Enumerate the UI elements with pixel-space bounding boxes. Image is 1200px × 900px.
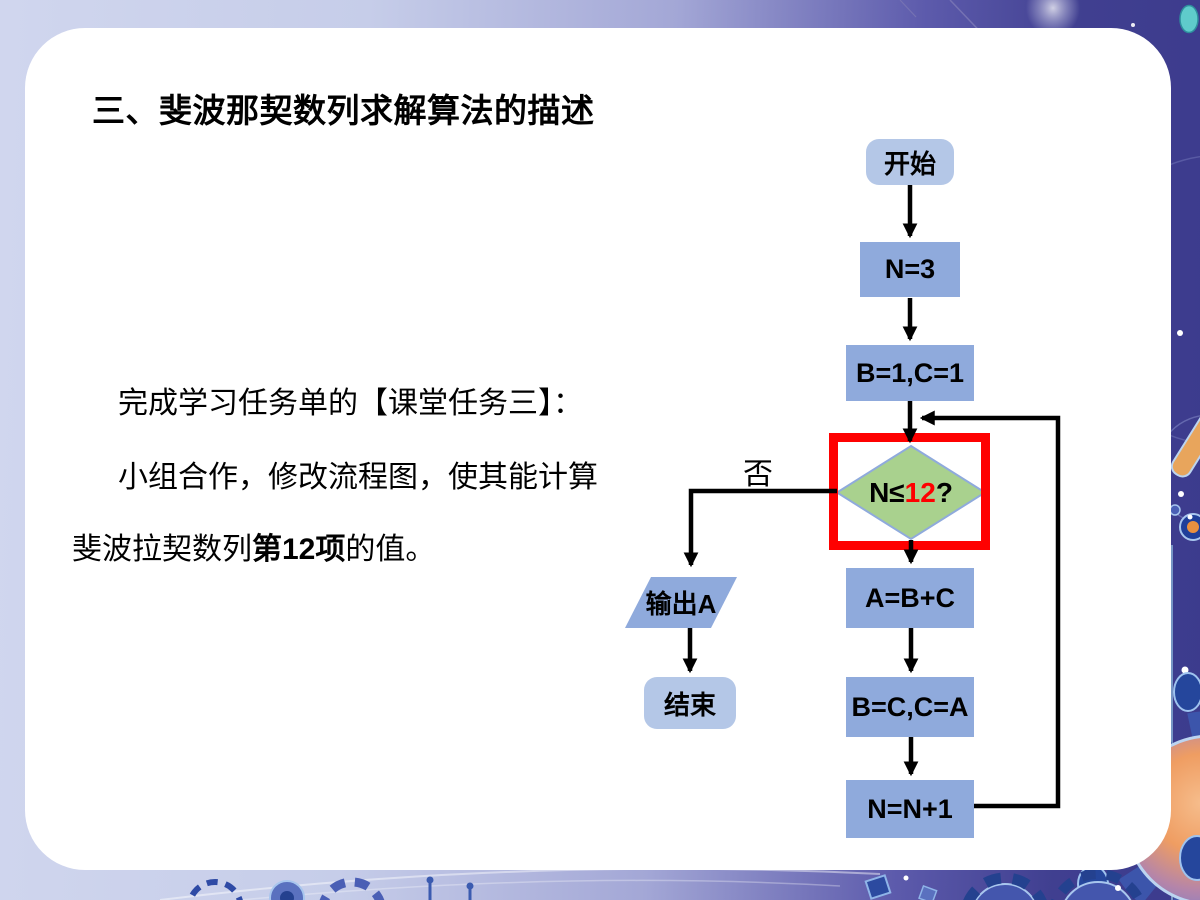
body-text-line-3: 斐波拉契数列第12项的值。 xyxy=(72,524,435,568)
gear-icon xyxy=(974,883,1036,900)
cube-icon xyxy=(864,874,892,900)
branch-no-label: 否 xyxy=(733,452,783,491)
body-text-line-1: 完成学习任务单的【课堂任务三】： xyxy=(118,387,583,420)
flowchart-node-n3: N=3 xyxy=(860,242,960,297)
bottom-band-deco xyxy=(159,867,1145,900)
flowchart-node-start: 开始 xyxy=(866,139,954,185)
start-label: 开始 xyxy=(883,148,936,179)
body-line3-post: 的值。 xyxy=(345,533,436,566)
flowchart-node-nn1: N=N+1 xyxy=(846,780,974,838)
gear-icon xyxy=(269,880,305,900)
flowchart-node-end: 结束 xyxy=(644,677,736,729)
bcca-label: B=C,C=A xyxy=(851,691,969,722)
decision-prefix: N≤ xyxy=(869,476,905,508)
end-label: 结束 xyxy=(663,689,716,720)
abc-label: A=B+C xyxy=(864,582,956,613)
b1c1-label: B=1,C=1 xyxy=(855,357,965,388)
flowchart-node-decision: N≤12? xyxy=(837,446,985,539)
slide-title: 三、斐波那契数列求解算法的描述 xyxy=(92,92,595,129)
body-line3-pre: 斐波拉契数列 xyxy=(72,533,252,566)
glow-spot xyxy=(1026,0,1080,37)
body-text-line-2: 小组合作，修改流程图，使其能计算 xyxy=(118,461,598,494)
flowchart-node-abc: A=B+C xyxy=(846,568,974,628)
slide-content-panel xyxy=(25,28,1171,870)
no-label-text: 否 xyxy=(743,458,773,491)
cube-icon xyxy=(918,885,938,900)
flowchart-node-output: 输出A xyxy=(625,577,737,628)
nn1-label: N=N+1 xyxy=(867,793,953,824)
decision-highlight-value: 12 xyxy=(904,476,936,508)
n3-label: N=3 xyxy=(884,254,936,284)
teal-dot-icon xyxy=(1179,4,1199,34)
robot-arm-deco xyxy=(1170,410,1200,478)
body-line3-bold: 第12项 xyxy=(252,533,346,566)
decision-suffix: ? xyxy=(935,476,953,508)
top-right-deco xyxy=(899,0,1199,45)
output-label: 输出A xyxy=(645,589,717,619)
flowchart-node-b1c1: B=1,C=1 xyxy=(846,345,974,401)
gear-icon xyxy=(1064,881,1132,900)
gear-icon xyxy=(187,879,243,900)
flowchart-node-bcca: B=C,C=A xyxy=(846,677,974,737)
